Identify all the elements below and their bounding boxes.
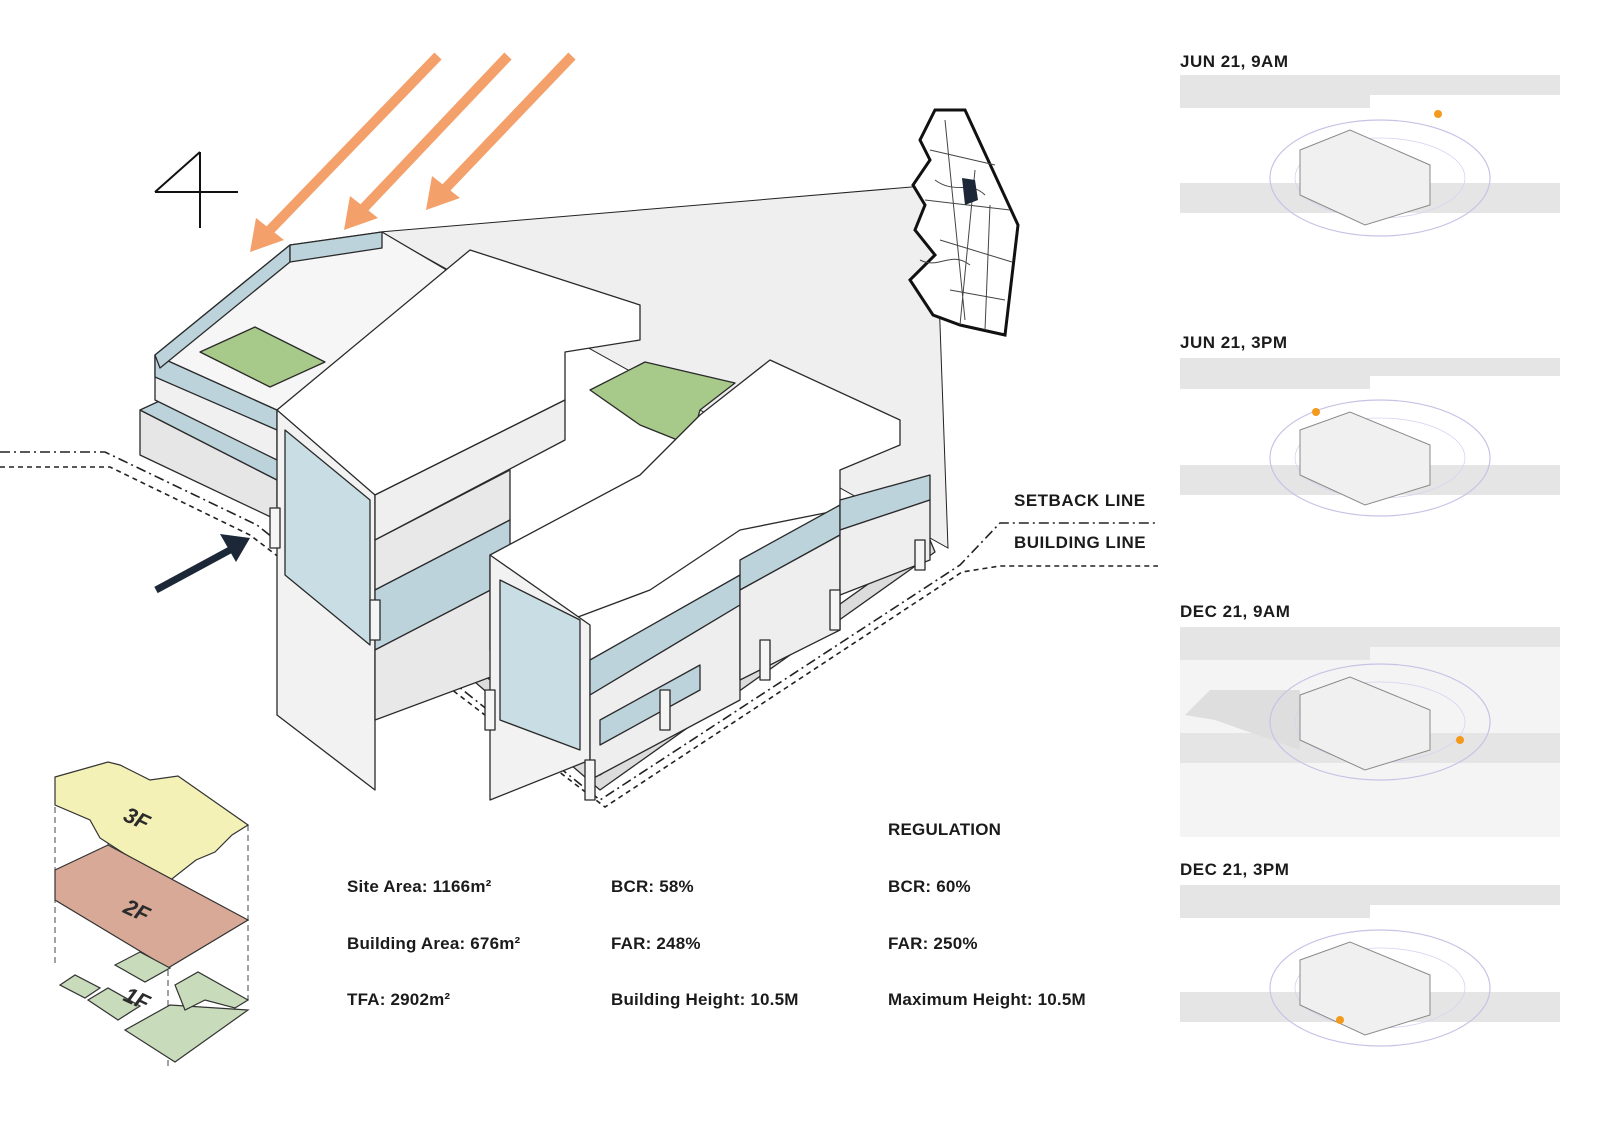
site-marker-icon [962,178,978,205]
regulation-far: FAR: 250% [888,934,978,953]
site-area-stat: Site Area: 1166m² [347,877,492,896]
sun-study-title: DEC 21, 3PM [1180,860,1290,879]
tfa-stat: TFA: 2902m² [347,990,451,1009]
building-line-label: BUILDING LINE [1014,533,1147,552]
sun-study-title: DEC 21, 9AM [1180,602,1291,621]
setback-line-label: SETBACK LINE [1014,491,1146,510]
regulation-title: REGULATION [888,820,1002,839]
building-massing [139,231,936,801]
north-symbol-icon [154,151,238,228]
sun-position-icon [1312,408,1320,416]
regulation-max-height: Maximum Height: 10.5M [888,990,1086,1009]
locator-map [908,108,1020,337]
floor-2f [54,844,250,969]
sun-arrow-icon [426,52,576,210]
sun-study-title: JUN 21, 3PM [1180,333,1288,352]
far-stat: FAR: 248% [611,934,701,953]
entry-arrow-icon [154,534,250,594]
sun-study-panel [1180,358,1560,517]
building-area-stat: Building Area: 676m² [347,934,521,953]
sun-direction-arrows [250,52,576,252]
bcr-stat: BCR: 58% [611,877,694,896]
setback-line [0,451,1158,808]
sun-position-icon [1434,110,1442,118]
sun-arrow-icon [344,52,512,230]
floor-3f [54,761,250,883]
regulation-bcr: BCR: 60% [888,877,971,896]
sun-arrow-icon [250,52,442,252]
sun-study-panel [1180,75,1560,237]
sun-study-panels [1180,75,1560,1047]
sun-study-panel [1180,885,1560,1047]
floor-stack-diagram: 3F 2F 1F [54,761,250,1070]
sun-position-icon [1456,736,1464,744]
sun-study-title: JUN 21, 9AM [1180,52,1289,71]
sun-study-panel [1180,627,1560,837]
building-height-stat: Building Height: 10.5M [611,990,799,1009]
sun-position-icon [1336,1016,1344,1024]
